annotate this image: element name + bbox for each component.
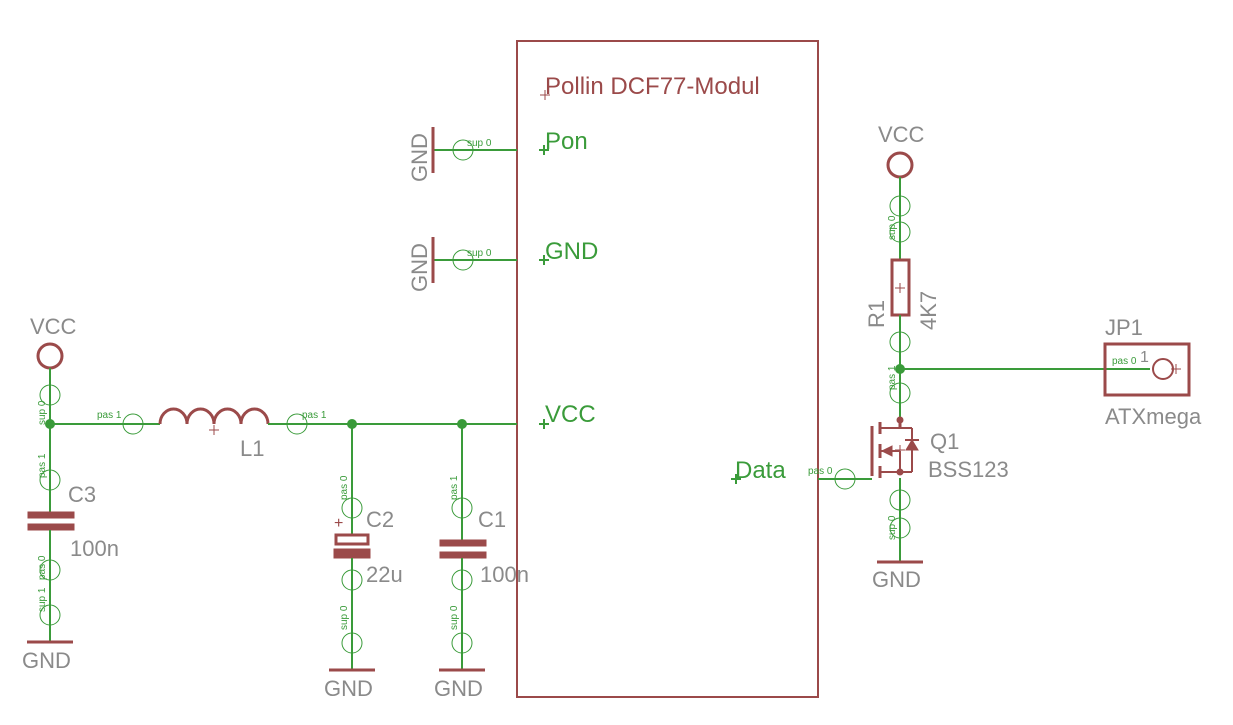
jp1-value: ATXmega [1105,404,1202,429]
c2-plate-bottom [333,548,371,559]
pin-tag: sup 0 [339,605,350,630]
gnd-label-c1: GND [434,676,483,701]
pin-label-pon: Pon [545,128,588,155]
pin-tag: pas 0 [1112,356,1137,367]
vcc-symbol-right [886,151,914,179]
pin-tag: pas 1 [302,410,327,421]
pin-tag: sup 0 [37,400,48,425]
pin-tag: pas 1 [887,365,898,390]
jp1-origin-cross [1171,364,1181,374]
pin-tag: pas 1 [449,475,460,500]
dcf77-module-outline [516,40,819,698]
c2-name: C2 [366,507,394,532]
pin-tag: sup 0 [449,605,460,630]
vcc-label-right: VCC [878,122,925,147]
pin-ring [889,382,911,404]
c1-value: 100n [480,562,529,587]
pin-label-data: Data [735,457,786,484]
c1-name: C1 [478,507,506,532]
c2-plate-top [334,533,370,546]
vcc-symbol-left [36,342,64,370]
c3-name: C3 [68,482,96,507]
r1-name: R1 [864,300,889,328]
pin-ring [889,517,911,539]
pin-tag: sup 0 [887,515,898,540]
pin-label-gnd: GND [545,238,598,265]
pin-ring [39,384,61,406]
q1-mosfet-symbol [870,416,919,478]
pin-ring [451,569,473,591]
c3-plate-bottom [27,523,75,531]
pin-tag: pas 1 [97,410,122,421]
pin-ring [341,497,363,519]
gnd-label-q1: GND [872,567,921,592]
pin-tag: sup 0 [467,248,492,259]
c3-value: 100n [70,536,119,561]
pin-tag: sup 0 [467,138,492,149]
pin-tag: sup 1 [37,587,48,612]
pin-ring [39,469,61,491]
c2-value: 22u [366,562,403,587]
pin-ring [889,489,911,511]
pin-ring [889,221,911,243]
pin-ring [451,632,473,654]
l1-name: L1 [240,436,264,461]
pin-ring [451,497,473,519]
gnd-label-c2: GND [324,676,373,701]
pin-tag: sup 0 [887,215,898,240]
jp1-name: JP1 [1105,315,1143,340]
q1-origin-cross [895,445,905,455]
gnd-label-gndpin: GND [407,243,432,292]
gnd-label-pon: GND [407,133,432,182]
pin-ring [286,413,308,435]
l1-origin-cross [209,425,219,435]
vcc-label-left: VCC [30,314,77,339]
c2-plus: + [334,515,343,532]
jp1-outline [1103,342,1191,397]
c1-plate-top [439,539,487,547]
pin-ring [452,139,474,161]
pin-tag: pas 0 [37,555,48,580]
jp1-pin-number: 1 [1140,349,1149,366]
pin-crosses [539,145,741,484]
q1-name: Q1 [930,429,959,454]
r1-value: 4K7 [916,291,941,330]
l1-coil [158,407,270,425]
pin-ring [39,604,61,626]
pin-ring [39,559,61,581]
pin-ring [122,413,144,435]
pin-ring [341,632,363,654]
gnd-label-c3: GND [22,648,71,673]
jp1-pad [1152,358,1174,380]
pin-ring [452,249,474,271]
pin-ring [889,331,911,353]
c3-plate-top [27,511,75,519]
pin-tag: pas 0 [808,466,833,477]
pin-tag: pas 1 [37,453,48,478]
pin-ring [889,195,911,217]
module-origin-cross [540,90,550,100]
dcf77-module-title: Pollin DCF77-Modul [545,73,760,100]
q1-value: BSS123 [928,457,1009,482]
pin-tag: pas 0 [339,475,350,500]
c1-plate-bottom [439,551,487,559]
pin-label-vcc: VCC [545,401,596,428]
r1-origin-cross [895,283,905,293]
pin-ring [341,569,363,591]
pin-ring [834,468,856,490]
